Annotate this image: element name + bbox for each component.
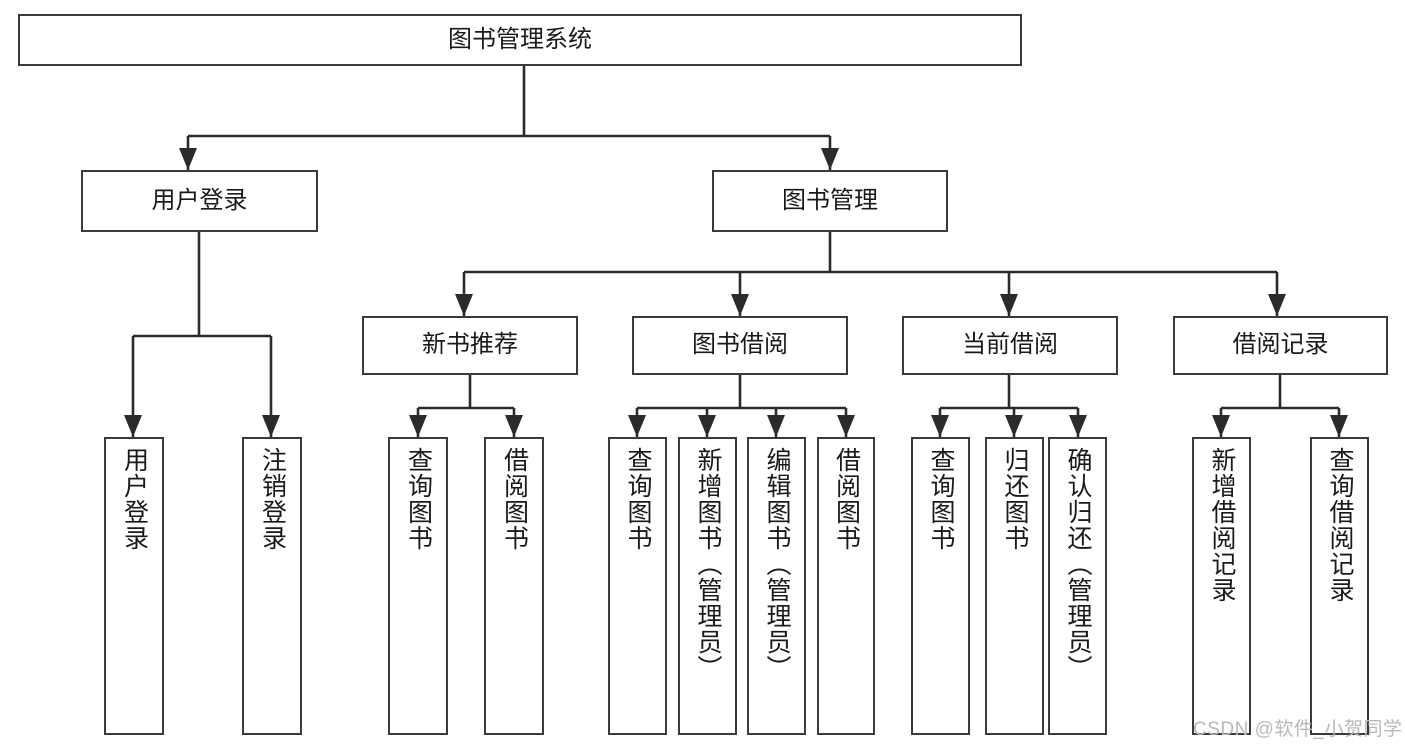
- arrow-head-book-borrow-to-leaves-1: [698, 415, 716, 437]
- node-label: 当前借阅: [962, 331, 1058, 359]
- node-label: 图书借阅: [692, 331, 788, 359]
- arrow-head-new-book-rec-to-leaves-1: [505, 415, 523, 437]
- node-leaf-rec-borrow-book: 借阅图书: [484, 437, 544, 735]
- arrow-head-user-login-to-leaves-1: [262, 415, 280, 437]
- node-label: 新增借阅记录: [1208, 447, 1236, 603]
- node-label: 借阅记录: [1232, 331, 1329, 359]
- arrow-head-book-borrow-to-leaves-0: [628, 415, 646, 437]
- node-label: 编辑图书（管理员）: [763, 447, 791, 681]
- node-label: 图书管理: [782, 186, 878, 214]
- node-leaf-bb-edit-book: 编辑图书（管理员）: [747, 437, 806, 735]
- arrow-head-borrow-record-to-leaves-1: [1330, 415, 1348, 437]
- node-label: 确认归还（管理员）: [1064, 447, 1092, 681]
- arrow-head-book-manage-to-level2-3: [1268, 294, 1286, 316]
- node-current-borrow: 当前借阅: [902, 316, 1118, 375]
- arrow-head-book-manage-to-level2-0: [455, 294, 473, 316]
- arrow-head-current-borrow-to-leaves-0: [931, 415, 949, 437]
- csdn-watermark: CSDN @软件_小贺同学: [1193, 719, 1403, 740]
- node-label: 借阅图书: [832, 447, 861, 551]
- node-root: 图书管理系统: [18, 14, 1022, 66]
- node-book-borrow: 图书借阅: [632, 316, 848, 375]
- arrow-head-borrow-record-to-leaves-0: [1212, 415, 1230, 437]
- node-label: 新书推荐: [422, 331, 518, 359]
- node-label: 用户登录: [120, 447, 149, 551]
- arrow-head-book-manage-to-level2-1: [731, 294, 749, 316]
- node-label: 注销登录: [258, 447, 287, 551]
- node-label: 新增图书（管理员）: [694, 447, 722, 681]
- arrow-head-book-borrow-to-leaves-2: [767, 415, 785, 437]
- node-new-book-rec: 新书推荐: [362, 316, 578, 375]
- node-leaf-rec-query-book: 查询图书: [388, 437, 448, 735]
- arrow-head-root-to-level1-0: [179, 148, 197, 170]
- node-leaf-br-query-record: 查询借阅记录: [1310, 437, 1369, 735]
- node-leaf-cb-confirm-return: 确认归还（管理员）: [1048, 437, 1107, 735]
- node-leaf-cb-return-book: 归还图书: [985, 437, 1044, 735]
- node-label: 查询图书: [404, 447, 433, 551]
- arrow-head-current-borrow-to-leaves-2: [1069, 415, 1087, 437]
- node-leaf-bb-add-book: 新增图书（管理员）: [678, 437, 737, 735]
- node-borrow-record: 借阅记录: [1173, 316, 1388, 375]
- node-label: 图书管理系统: [448, 25, 592, 53]
- node-leaf-bb-borrow-book: 借阅图书: [817, 437, 875, 735]
- arrow-head-current-borrow-to-leaves-1: [1005, 415, 1023, 437]
- node-label: 查询图书: [624, 447, 652, 551]
- node-label: 查询借阅记录: [1326, 447, 1354, 603]
- arrow-head-book-manage-to-level2-2: [1000, 294, 1018, 316]
- node-label: 借阅图书: [500, 447, 529, 551]
- arrow-head-new-book-rec-to-leaves-0: [409, 415, 427, 437]
- node-leaf-bb-query-book: 查询图书: [608, 437, 667, 735]
- node-label: 归还图书: [1001, 447, 1029, 551]
- node-leaf-user-login: 用户登录: [104, 437, 164, 735]
- node-book-manage: 图书管理: [712, 170, 948, 232]
- edges-group: [124, 66, 1348, 437]
- node-label: 用户登录: [151, 186, 248, 214]
- arrow-head-user-login-to-leaves-0: [124, 415, 142, 437]
- node-leaf-cb-query-book: 查询图书: [911, 437, 970, 735]
- node-user-login: 用户登录: [81, 170, 318, 232]
- arrow-head-root-to-level1-1: [821, 148, 839, 170]
- node-leaf-logout: 注销登录: [242, 437, 302, 735]
- node-leaf-br-add-record: 新增借阅记录: [1192, 437, 1251, 735]
- node-label: 查询图书: [927, 447, 955, 551]
- arrow-head-book-borrow-to-leaves-3: [837, 415, 855, 437]
